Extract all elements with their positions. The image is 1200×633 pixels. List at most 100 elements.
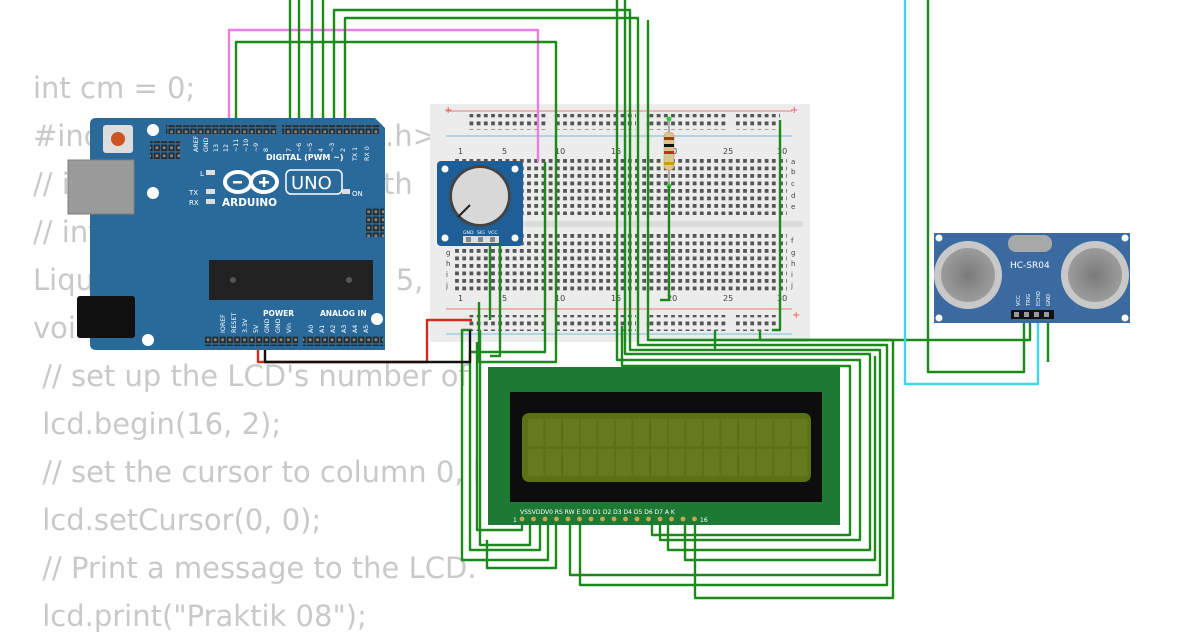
svg-text:13: 13 [213,144,220,152]
wire [490,238,502,358]
lcd-pin[interactable] [600,516,605,522]
lcd-cell [528,449,544,476]
svg-text:TRIG: TRIG [1026,294,1032,307]
wire [772,120,782,332]
wire [460,328,550,562]
digital-label: DIGITAL (PWM ~) [266,153,344,162]
sensor-pin-labels: VCC TRIG ECHO GND [1016,291,1052,307]
lcd-cell [651,449,667,476]
lcd-cell [668,449,685,476]
lcd-cells [528,419,808,476]
resistor[interactable] [663,116,675,189]
ultrasonic-sensor[interactable]: HC-SR04 VCC TRIG ECHO GND [934,233,1130,323]
led-tx-label: TX [188,189,198,197]
bb-plus-br: + [792,310,800,321]
svg-text:e: e [791,203,795,211]
svg-text:2: 2 [340,148,347,152]
wire [343,16,889,587]
wire [485,514,558,570]
power-jack [77,296,135,338]
mount-hole [147,124,159,136]
svg-text:1: 1 [458,147,463,156]
wire [478,330,532,547]
svg-text:c: c [791,180,795,188]
svg-text:g: g [791,249,795,257]
lcd-cell [756,419,773,446]
rail-holes [736,315,780,331]
svg-text:3.3V: 3.3V [242,318,249,333]
lcd-pin[interactable] [542,516,548,522]
microcontroller-chip [209,260,373,300]
svg-text:A4: A4 [352,325,359,333]
lcd-cell [792,419,808,446]
svg-text:~6: ~6 [296,143,303,152]
svg-text:ECHO: ECHO [1036,291,1042,306]
lcd-pin[interactable] [657,516,663,522]
lcd-pin[interactable] [519,516,525,522]
digital-header-2[interactable] [282,125,379,134]
lcd-cell [616,449,632,476]
icsp-header-2 [366,207,384,237]
lcd-pin[interactable] [565,516,571,522]
lcd-pin[interactable] [554,516,559,522]
svg-text:25: 25 [723,294,733,303]
lcd-cell [633,449,650,476]
svg-text:GND: GND [463,230,474,236]
lcd-cell [580,449,597,476]
svg-text:j: j [790,282,793,290]
lcd-16x2[interactable]: VSSVDDV0 RS RW E D0 D1 D2 D3 D4 D5 D6 D7… [488,367,840,525]
on-label: ON [352,190,363,198]
svg-text:5: 5 [502,147,507,156]
svg-text:25: 25 [723,147,733,156]
lcd-cell [704,449,720,476]
svg-text:30: 30 [777,294,787,303]
lcd-pins[interactable] [519,516,697,522]
lcd-cell [686,419,702,446]
svg-text:12: 12 [223,144,230,152]
svg-text:RESET: RESET [231,313,238,333]
lcd-pin[interactable] [623,516,628,522]
digital-header-1[interactable] [166,125,276,134]
svg-text:A1: A1 [319,325,326,333]
svg-text:j: j [445,282,448,290]
lcd-cell [774,419,790,446]
svg-text:A0: A0 [308,325,315,333]
led-rx-label: RX [189,199,199,207]
arduino-uno[interactable]: AREF GND 13 12 ~11 ~10 ~9 8 7 ~6 ~5 4 ~3… [67,118,385,350]
svg-text:RX 0: RX 0 [364,146,371,161]
lcd-cell [633,419,650,446]
svg-text:~10: ~10 [243,139,250,152]
lcd-pin[interactable] [680,516,686,522]
bb-plus-tl: + [444,105,452,116]
reset-button-cap[interactable] [111,132,125,146]
svg-text:GND: GND [203,137,210,152]
rail-holes [646,114,726,130]
lcd-pin[interactable] [611,516,617,522]
crystal [1008,235,1052,252]
lcd-pin[interactable] [577,516,582,522]
svg-text:IOREF: IOREF [220,314,227,333]
arduino-brand: ARDUINO [222,197,277,209]
svg-text:VCC: VCC [1016,295,1022,306]
lcd-cell [545,449,562,476]
lcd-pin[interactable] [669,516,674,522]
wire [660,186,671,302]
power-header[interactable] [204,336,298,346]
svg-text:1: 1 [458,294,463,303]
svg-text:30: 30 [777,147,787,156]
svg-text:GND: GND [1046,294,1052,306]
lcd-pin[interactable] [692,516,697,522]
lcd-pin[interactable] [634,516,640,522]
svg-text:GND: GND [275,318,282,333]
power-pin-labels: IOREF RESET 3.3V 5V GND GND Vin A0 A1 A2… [220,313,370,333]
sensor-header[interactable] [1011,310,1054,319]
rail-holes [736,114,780,130]
lcd-pin[interactable] [531,516,536,522]
svg-text:VCC: VCC [488,230,498,236]
wire [758,318,1032,342]
analog-header[interactable] [303,336,383,346]
lcd-pin[interactable] [646,516,651,522]
lcd-pin[interactable] [588,516,594,522]
potentiometer[interactable]: GND SIG VCC [437,161,523,246]
